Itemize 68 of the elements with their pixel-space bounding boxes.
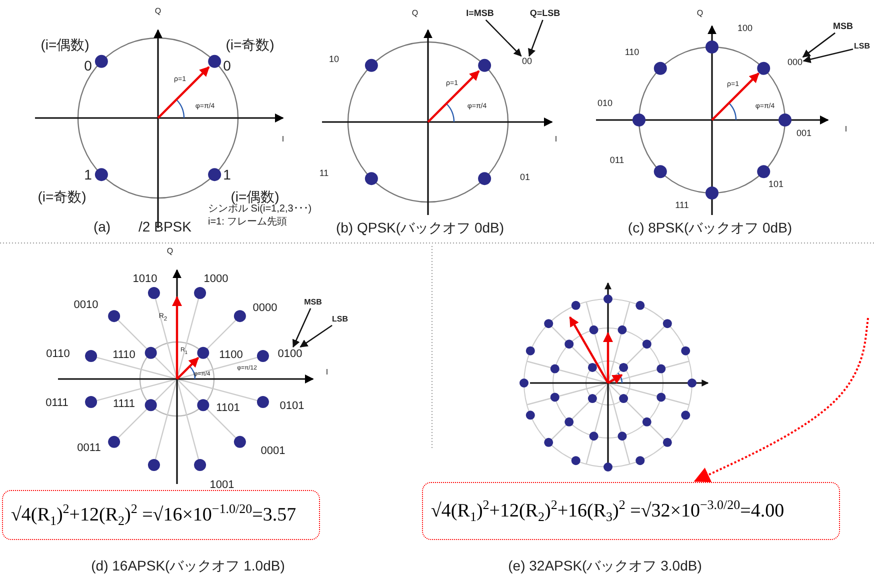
- axis-label: I: [554, 136, 558, 144]
- pointer-label: LSB: [332, 316, 348, 324]
- bit-label: 10: [329, 55, 339, 65]
- pointer-label: MSB: [833, 22, 853, 32]
- leader-line: [528, 20, 544, 57]
- bit-label: 000: [787, 58, 803, 68]
- bit-label: 0000: [252, 302, 278, 314]
- leader-line: [292, 308, 312, 348]
- leader-line: [485, 19, 522, 57]
- pointer-label: Q=LSB: [530, 9, 560, 19]
- pointer-label: MSB: [304, 298, 322, 308]
- axis-label: Q: [154, 8, 162, 16]
- bit-label: 111: [675, 201, 689, 211]
- formula: √4(R$_{1}$)$^{2}$+12(R$_{2}$)$^{2}$+16(R$_{3}$)$^{2}$ =√32×10$^{−3.0/20}$=4.00: [431, 496, 784, 526]
- formula-box: [2, 490, 320, 540]
- bit-label: 0: [223, 58, 231, 74]
- parity-note: (i=偶数): [40, 37, 90, 53]
- caption: (b) QPSK(バックオフ 0dB): [336, 220, 504, 236]
- caption: (c) 8PSK(バックオフ 0dB): [628, 220, 792, 236]
- bit-label: 011: [610, 156, 624, 166]
- leader-line: [802, 32, 836, 58]
- formula: √4(R$_{1}$)$^{2}$+12(R$_{2}$)$^{2}$ =√16×10$^{−1.0/20}$=3.57: [11, 500, 296, 530]
- bit-label: 1100: [219, 348, 243, 362]
- axis-label: I: [326, 368, 328, 378]
- bit-label: 1101: [216, 402, 240, 414]
- caption: (e) 32APSK(バックオフ 3.0dB): [508, 558, 702, 574]
- bit-label: 0001: [260, 444, 286, 458]
- bit-label: 1: [223, 167, 231, 183]
- bit-label: 100: [737, 24, 753, 34]
- bit-label: 1: [84, 167, 92, 183]
- axis-label: I: [844, 126, 848, 134]
- bit-label: 001: [796, 129, 812, 139]
- caption: (a): [93, 219, 111, 235]
- axis-label: Q: [696, 10, 704, 18]
- parity-note: (i=偶数): [230, 189, 280, 204]
- symbol-note: シンボル Si(i=1,2,3･･･): [208, 204, 312, 214]
- bit-label: 1110: [112, 348, 136, 362]
- bit-label: 0011: [77, 442, 101, 454]
- bit-label: 101: [768, 180, 784, 190]
- bit-label: 1001: [210, 478, 234, 492]
- bit-label: 1010: [132, 272, 158, 286]
- bit-label: 0110: [46, 348, 70, 360]
- bit-label: 110: [624, 48, 640, 58]
- bit-label: 1000: [204, 272, 228, 286]
- bit-label: 0111: [46, 396, 68, 410]
- parity-note: (i=奇数): [226, 37, 274, 53]
- leader-line: [300, 324, 332, 348]
- bit-label: 0100: [278, 348, 302, 360]
- bit-label: 0010: [74, 298, 98, 312]
- caption: (d) 16APSK(バックオフ 1.0dB): [91, 558, 285, 574]
- bit-label: 11: [319, 169, 329, 179]
- bit-label: 1111: [112, 398, 136, 410]
- bit-label: 0101: [280, 400, 304, 412]
- bit-label: 0: [84, 58, 92, 74]
- axis-label: I: [282, 136, 284, 144]
- pointer-label: LSB: [854, 42, 870, 52]
- pointer-label: I=MSB: [466, 9, 494, 19]
- bit-label: 00: [522, 57, 532, 67]
- symbol-note: i=1: フレーム先頭: [208, 216, 288, 228]
- bit-label: 01: [520, 173, 530, 183]
- parity-note: (i=奇数): [38, 189, 86, 205]
- bit-label: 010: [597, 99, 613, 109]
- caption: /2 BPSK: [138, 219, 192, 235]
- formula-box: [422, 482, 840, 540]
- pointer-arrow: [694, 318, 869, 482]
- axis-label: Q: [166, 248, 174, 256]
- leader-line: [802, 48, 854, 64]
- axis-label: Q: [412, 10, 418, 18]
